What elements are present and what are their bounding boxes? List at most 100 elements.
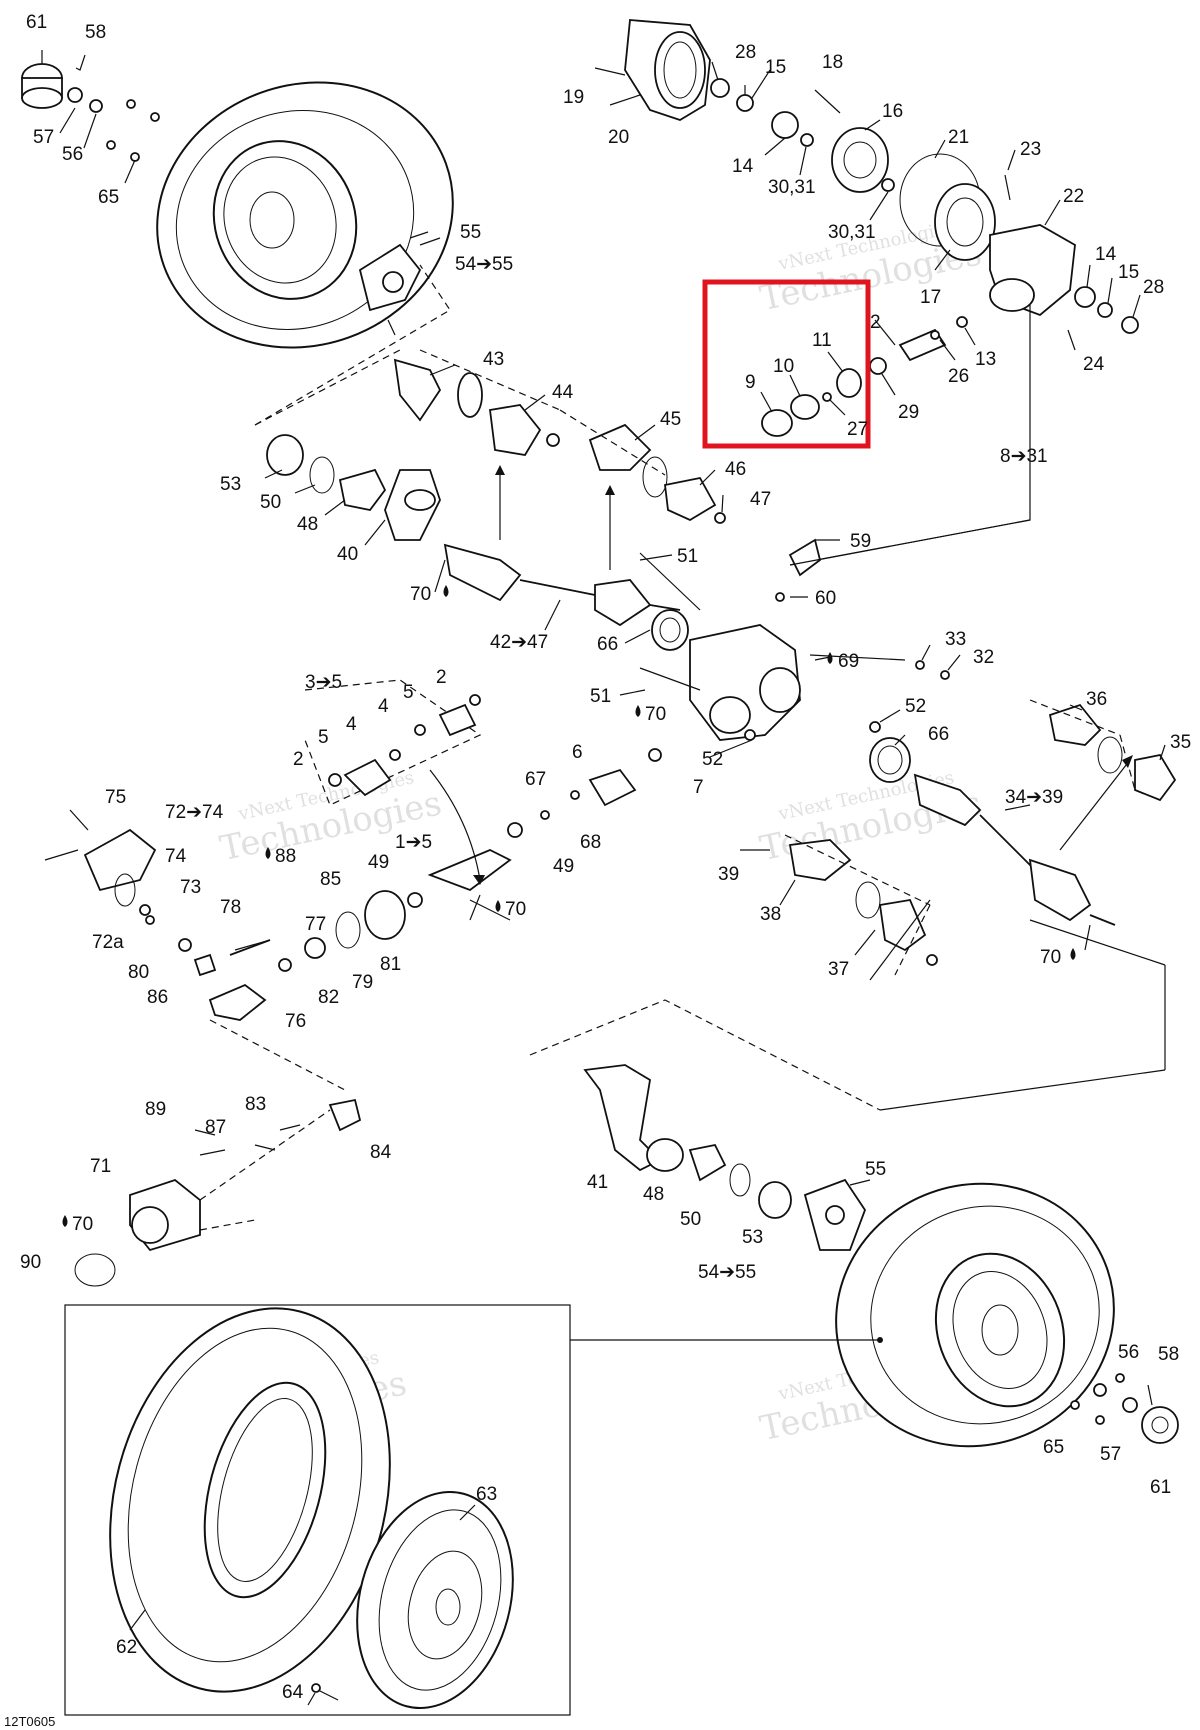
clip-47 [714, 512, 726, 524]
label-84: 84 [370, 1142, 392, 1163]
label-30-31: 30,31 [768, 177, 816, 198]
bearing-15b [1097, 302, 1113, 318]
ring-gear-16 [831, 127, 889, 193]
label-50: 50 [260, 492, 281, 513]
label-20: 20 [608, 127, 629, 148]
highlighted-parts [760, 351, 862, 437]
bolt-18 [814, 89, 841, 114]
housing-22 [989, 224, 1076, 317]
sleeve-84 [328, 1098, 362, 1132]
label-50b: 50 [680, 1209, 701, 1230]
bolt-19 [594, 67, 626, 76]
spacer-29 [869, 357, 887, 375]
label-65: 65 [98, 187, 119, 208]
front-left-wheel-group [21, 50, 454, 426]
label-58b: 58 [1158, 1344, 1179, 1365]
label-47: 47 [750, 489, 771, 510]
bearing-10 [790, 394, 820, 420]
washer-26 [930, 330, 940, 340]
label-70: 70 [410, 584, 431, 605]
clamp-37 [855, 881, 881, 919]
spring-80 [178, 938, 192, 952]
nut-57b [1122, 1397, 1138, 1413]
label-48: 48 [297, 514, 318, 535]
label-61b: 61 [1150, 1477, 1171, 1498]
dash-box-3-5 [304, 679, 482, 806]
shaft-76 [208, 983, 267, 1021]
label-61: 61 [26, 12, 47, 33]
label-5: 5 [403, 682, 414, 703]
dash-hub-link [254, 264, 451, 426]
label-89: 89 [145, 1099, 166, 1120]
rim-63 [356, 1490, 514, 1710]
seal-53b [758, 1181, 792, 1219]
o-ring-90 [74, 1253, 116, 1287]
label-45: 45 [660, 409, 681, 430]
bearing-14b [1074, 286, 1096, 308]
label-49: 49 [368, 852, 389, 873]
label-71: 71 [90, 1156, 111, 1177]
label-79: 79 [352, 972, 373, 993]
label-62: 62 [116, 1637, 137, 1658]
label-53: 53 [220, 474, 241, 495]
label-21: 21 [948, 127, 969, 148]
label-90: 90 [20, 1252, 41, 1273]
label-60: 60 [815, 588, 836, 609]
label-54-55: 54➔55 [455, 254, 513, 275]
label-44: 44 [552, 382, 574, 403]
label-15: 15 [765, 57, 786, 78]
label-81: 81 [380, 954, 401, 975]
front-differential-group [594, 19, 1139, 566]
label-55: 55 [460, 222, 481, 243]
label-17: 17 [920, 287, 941, 308]
label-23: 23 [1020, 139, 1041, 160]
washer-56b [1093, 1383, 1107, 1397]
label-14b: 14 [1095, 244, 1117, 265]
label-51: 51 [677, 546, 698, 567]
label-68: 68 [580, 832, 601, 853]
leader-58 [75, 54, 86, 71]
label-73: 73 [180, 877, 201, 898]
label-26: 26 [948, 366, 969, 387]
bolt-51a [639, 552, 701, 611]
link-to-rear-diff [789, 430, 1031, 566]
ring-49a [507, 822, 523, 838]
seal-17 [934, 183, 996, 261]
boot-5b [438, 703, 477, 737]
wheel-cap-61 [21, 63, 63, 109]
nut-57 [67, 87, 83, 103]
label-28: 28 [735, 42, 756, 63]
ring-50 [309, 456, 335, 494]
bolt-89 [194, 1129, 216, 1136]
rear-housing-group [74, 1019, 362, 1287]
stud-65b [1070, 1400, 1080, 1410]
plug-52b [744, 729, 756, 741]
part-73 [139, 904, 151, 916]
label-80: 80 [128, 962, 149, 983]
drop-icon [265, 847, 271, 859]
label-2: 2 [870, 312, 881, 333]
label-67: 67 [525, 769, 546, 790]
label-51b: 51 [590, 686, 611, 707]
boot-44 [488, 404, 542, 456]
hub-54 [358, 231, 441, 336]
bearing-48 [338, 468, 387, 511]
bearing-79 [304, 937, 326, 959]
label-36: 36 [1086, 689, 1107, 710]
label-56b: 56 [1118, 1342, 1139, 1363]
label-7: 7 [693, 777, 704, 798]
bearing-11 [836, 368, 862, 398]
label-4b: 4 [346, 714, 357, 735]
label-52b: 52 [702, 749, 723, 770]
label-29: 29 [898, 402, 919, 423]
label-28b: 28 [1143, 277, 1164, 298]
label-15b: 15 [1118, 262, 1139, 283]
plug-52a [869, 721, 881, 733]
actuator-group [44, 809, 406, 1021]
label-57: 57 [33, 127, 54, 148]
label-32: 32 [973, 647, 994, 668]
label-34-39: 34➔39 [1005, 787, 1063, 808]
label-87: 87 [205, 1117, 226, 1138]
label-64: 64 [282, 1682, 304, 1703]
valve-64 [317, 1689, 339, 1701]
